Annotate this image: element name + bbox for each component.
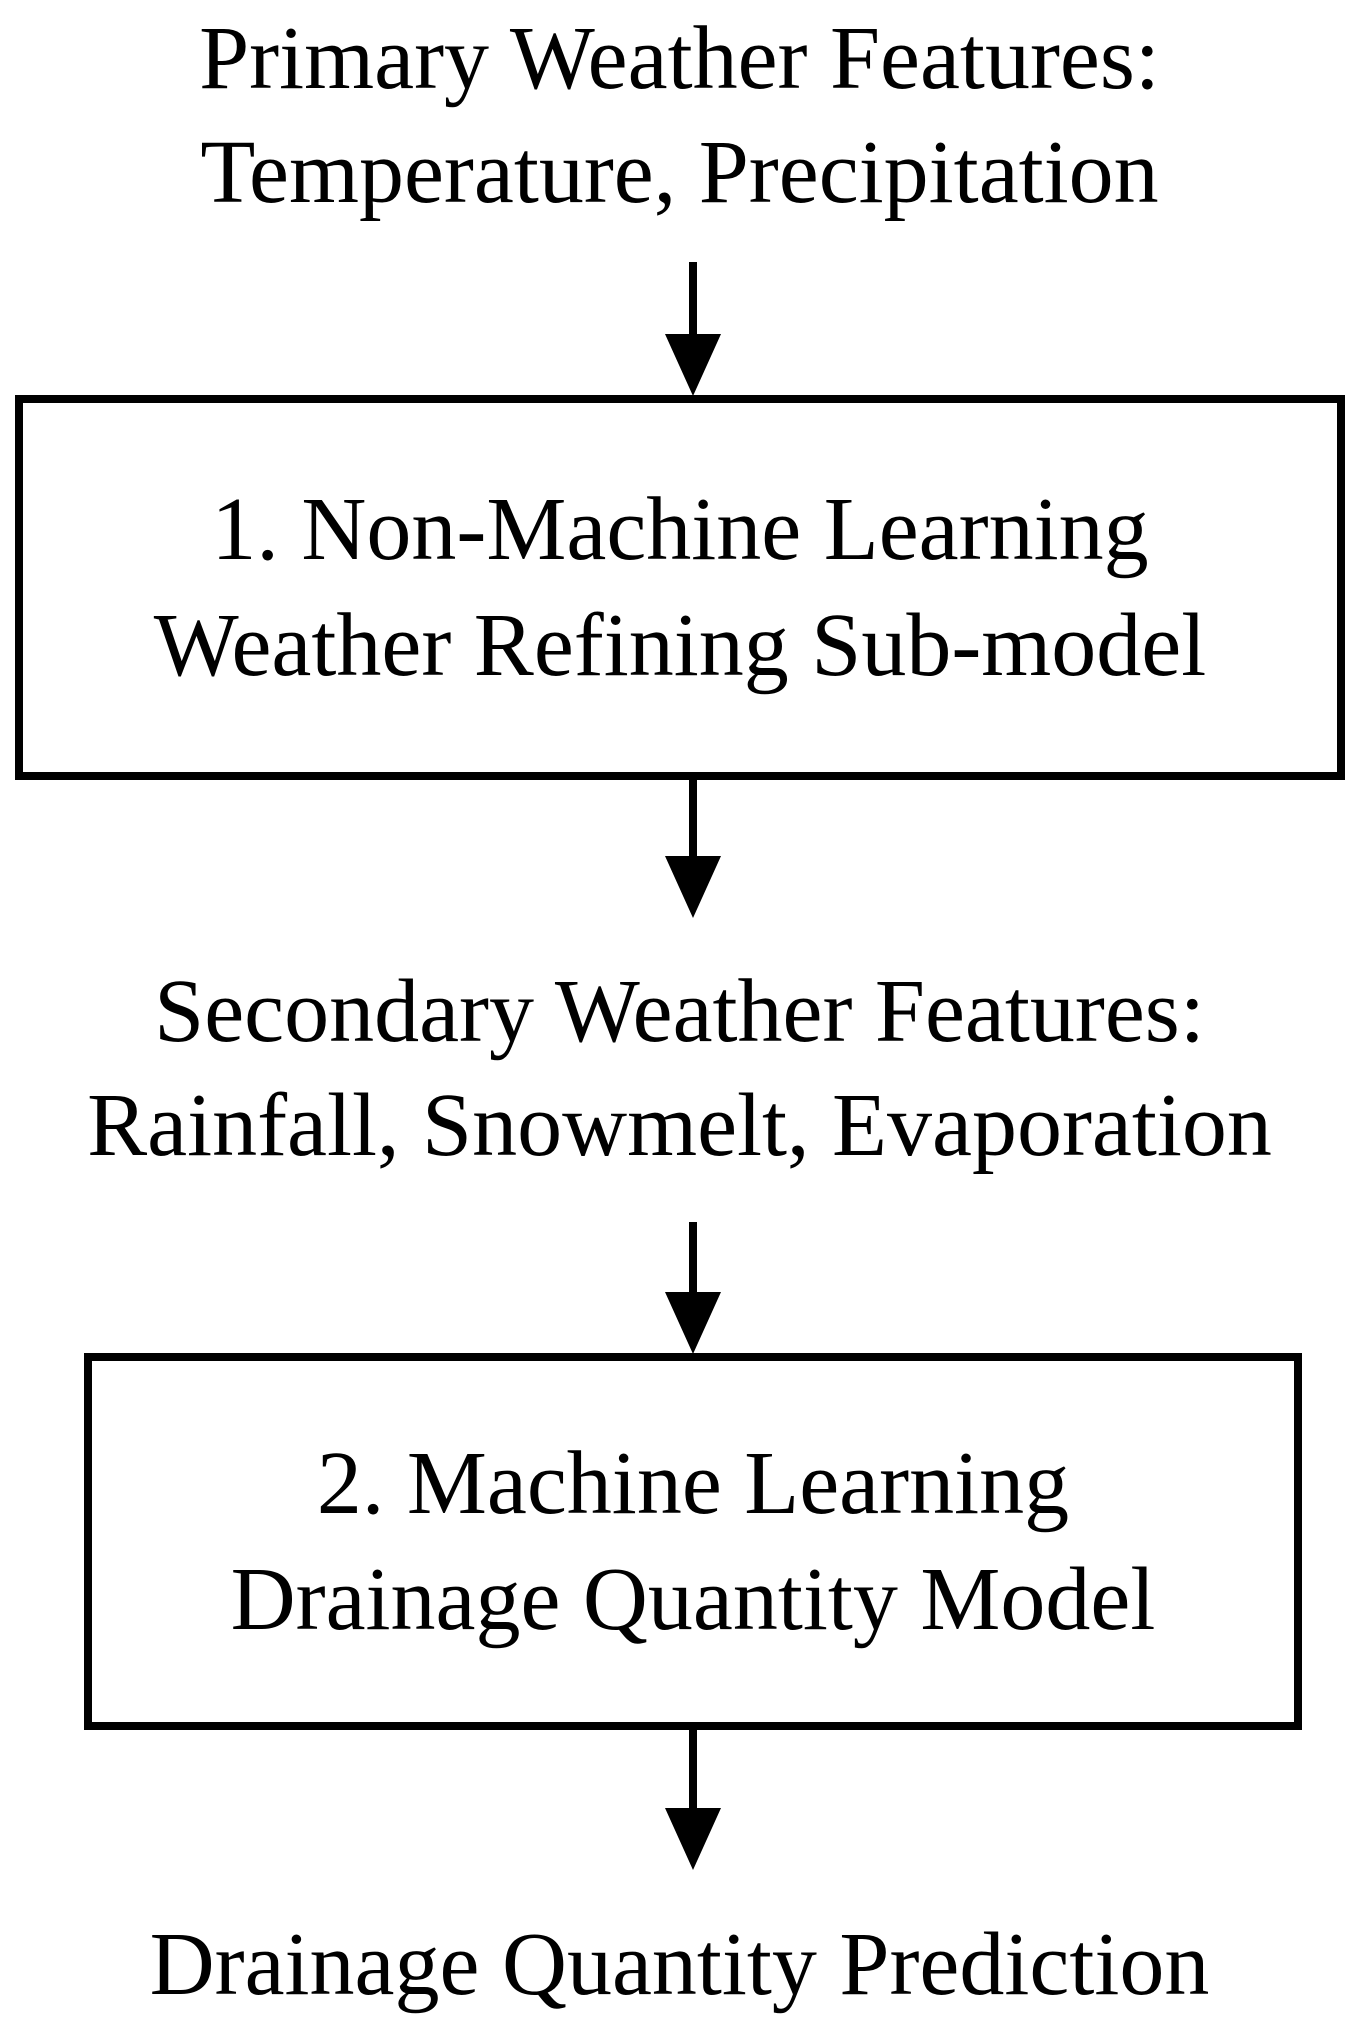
arrow-head: [665, 1808, 721, 1870]
arrow-stem: [689, 1728, 697, 1808]
arrow-head: [665, 1292, 721, 1354]
arrow-head: [665, 334, 721, 396]
node-text-line: Drainage Quantity Prediction: [149, 1915, 1210, 2014]
node-text-line: Rainfall, Snowmelt, Evaporation: [87, 1076, 1272, 1175]
node-text-line: 2. Machine Learning: [316, 1433, 1070, 1533]
node-secondary-weather-features: Secondary Weather Features: Rainfall, Sn…: [0, 955, 1359, 1183]
node-text-line: Secondary Weather Features:: [154, 962, 1205, 1061]
down-arrow-icon: [665, 778, 721, 918]
node-text-line: Drainage Quantity Model: [230, 1549, 1156, 1649]
arrow-stem: [689, 1222, 697, 1292]
node-box-non-ml-submodel: 1. Non-Machine Learning Weather Refining…: [15, 395, 1345, 780]
node-text-line: Temperature, Precipitation: [200, 123, 1159, 222]
node-text-line: 1. Non-Machine Learning: [211, 479, 1149, 579]
node-box-ml-model: 2. Machine Learning Drainage Quantity Mo…: [84, 1353, 1302, 1730]
node-text-line: Weather Refining Sub-model: [153, 595, 1207, 695]
node-primary-weather-features: Primary Weather Features: Temperature, P…: [0, 2, 1359, 230]
arrow-stem: [689, 778, 697, 856]
down-arrow-icon: [665, 1728, 721, 1870]
node-drainage-quantity-prediction: Drainage Quantity Prediction: [0, 1908, 1359, 2022]
arrow-head: [665, 856, 721, 918]
down-arrow-icon: [665, 262, 721, 396]
arrow-stem: [689, 262, 697, 334]
down-arrow-icon: [665, 1222, 721, 1354]
node-text-line: Primary Weather Features:: [199, 9, 1160, 108]
